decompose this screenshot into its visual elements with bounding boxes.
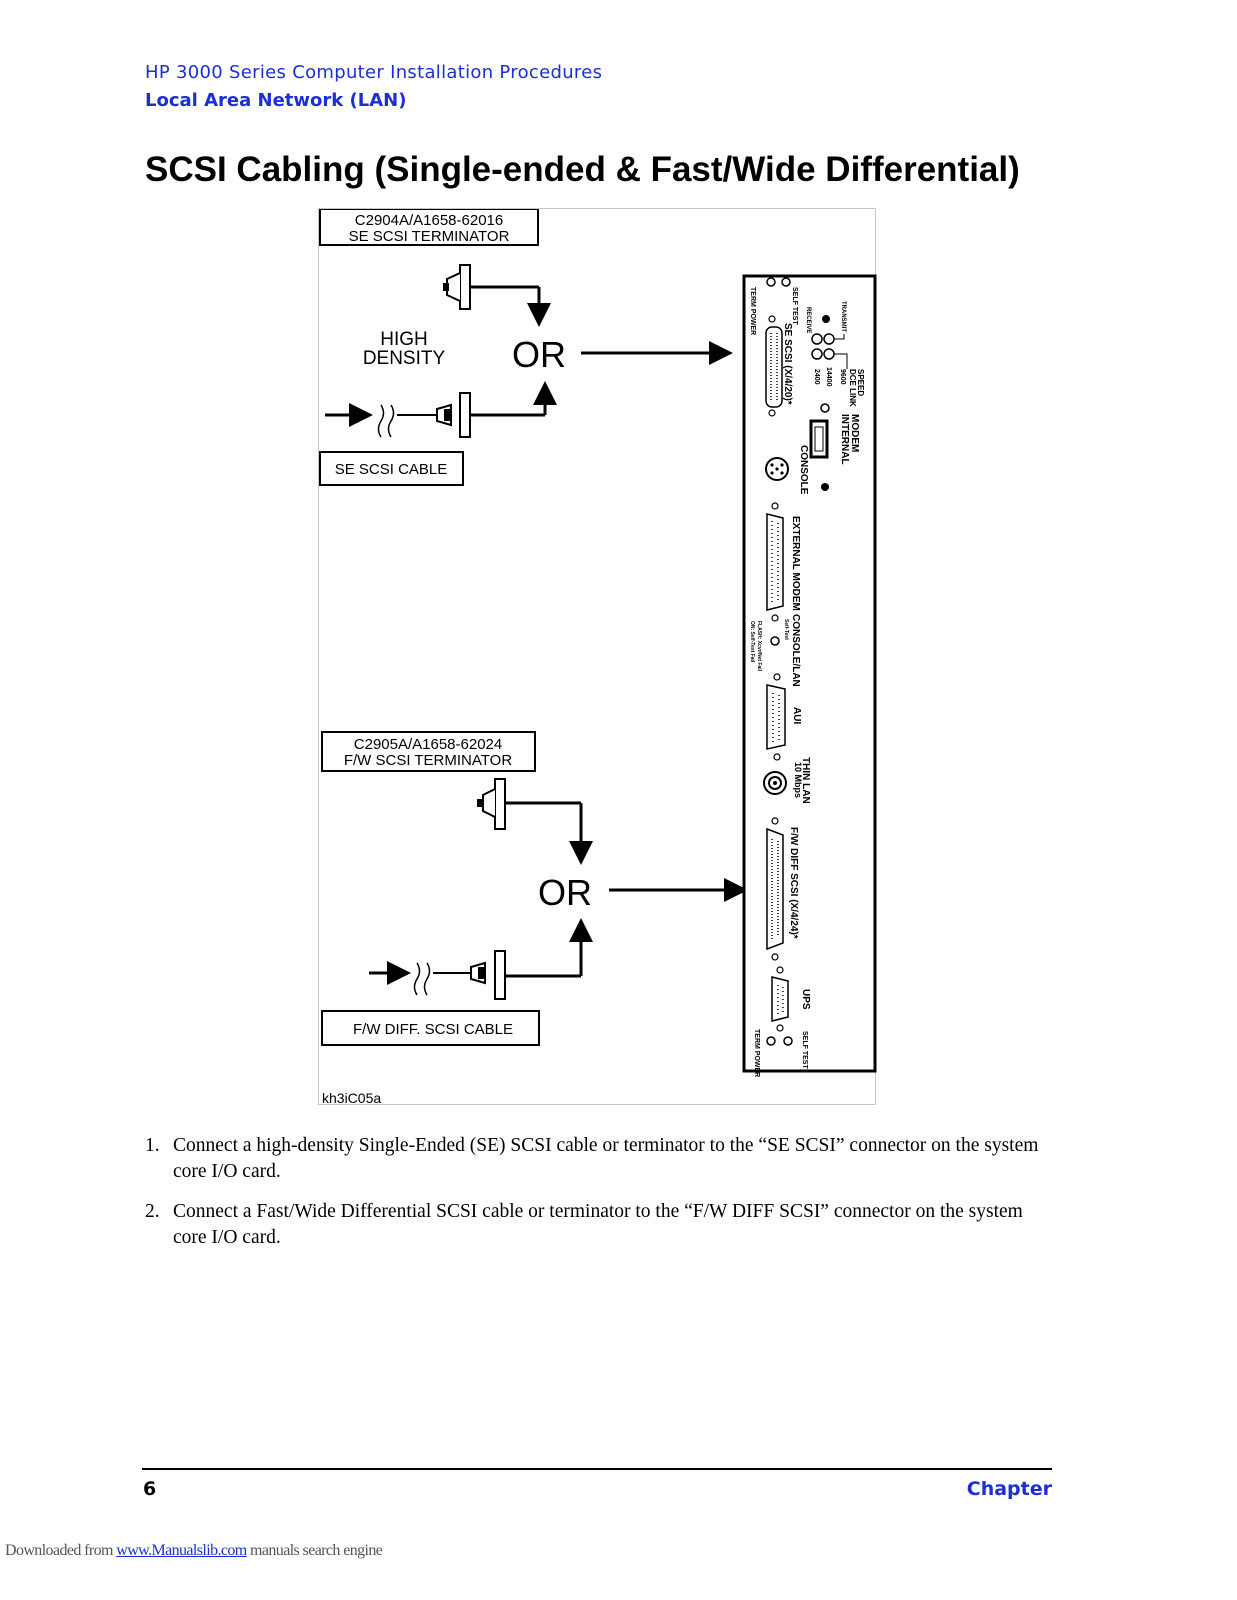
speed-9600-label: 9600 [839,369,846,385]
ups-port [771,966,789,1032]
se-terminator-part-number: C2904A/A1658-62016 [355,212,503,229]
high-density-label-2: DENSITY [363,348,446,369]
console-label: CONSOLE [798,445,809,495]
se-cable-label: SE SCSI CABLE [335,461,448,478]
running-header-section: Local Area Network (LAN) [145,90,407,111]
fw-diff-scsi-port [766,817,784,961]
console-lan-label: CONSOLE/LAN [790,614,801,687]
fw-cable-connector-icon [369,950,581,1000]
or-label-bottom: OR [538,872,592,913]
external-modem-label: EXTERNAL MODEM [790,516,801,611]
dce-link-label-2: SPEED [856,369,865,396]
self-test-top-label: SELF TEST [791,287,798,325]
fw-diff-scsi-label: F/W DIFF SCSI (X/4/24)* [788,827,799,939]
step-number: 1. [145,1135,160,1156]
se-terminator-label-box: C2904A/A1658-62016 SE SCSI TERMINATOR [319,209,539,246]
transmit-led-icon [822,315,830,323]
step-item: 1. Connect a high-density Single-Ended (… [145,1133,1045,1185]
internal-modem-label-1: INTERNAL [839,414,850,465]
internal-modem-status-led-icon [821,483,829,491]
manualslib-link[interactable]: www.Manualslib.com [116,1542,247,1559]
step-text: Connect a Fast/Wide Differential SCSI ca… [173,1201,1023,1248]
term-power-top-label: TERM POWER [749,287,756,335]
self-test-led-top-icon [781,277,791,287]
high-density-label-1: HIGH [380,329,428,350]
speed-2400-label: 2400 [813,369,820,385]
step-item: 2. Connect a Fast/Wide Differential SCSI… [145,1199,1045,1251]
self-test-led-bottom-icon [783,1036,793,1046]
thin-lan-label-2: 10 Mbps [793,762,803,798]
console-lan-led-icon [770,636,780,646]
dce-speed-led-1-icon [811,333,823,345]
download-suffix: manuals search engine [246,1542,383,1559]
internal-modem-label-2: MODEM [849,414,860,452]
chapter-label: Chapter [966,1478,1052,1500]
se-scsi-label: SE SCSI (X/4/20)* [782,323,793,405]
se-terminator-connector-icon [443,264,539,310]
term-power-led-top-icon [766,277,776,287]
figure-id: kh3iC05a [322,1090,381,1106]
core-io-card-panel: TERM POWER SELF TEST RECEIVE TRANSMIT SE… [742,274,877,1077]
fw-terminator-connector-icon [477,778,581,830]
fw-terminator-part-number: C2905A/A1658-62024 [354,736,502,753]
receive-label: RECEIVE [805,307,811,333]
speed-14400-label: 14400 [825,367,832,387]
aui-port [766,673,786,761]
dce-speed-led-4-icon [823,348,835,360]
se-terminator-name: SE SCSI TERMINATOR [349,228,510,245]
fw-cable-label: F/W DIFF. SCSI CABLE [353,1021,513,1038]
aui-label: AUI [791,707,802,724]
se-scsi-port [765,315,783,417]
se-cable-connector-icon [325,392,545,438]
footer-rule [142,1468,1052,1470]
or-label-top: OR [512,334,566,375]
step-text: Connect a high-density Single-Ended (SE)… [173,1135,1039,1182]
dce-link-label-1: DCE LINK [848,369,857,407]
term-power-led-bottom-icon [766,1036,776,1046]
self-test-bottom-label: SELF TEST [801,1031,808,1069]
step-number: 2. [145,1201,160,1222]
ups-label: UPS [800,989,811,1010]
fw-cable-label-box: F/W DIFF. SCSI CABLE [321,1010,540,1046]
flash-note-label-2: ON: Self-Test Fail [749,621,755,663]
download-prefix: Downloaded from [5,1542,117,1559]
se-cable-label-box: SE SCSI CABLE [319,451,464,486]
external-modem-port [766,502,784,622]
procedure-steps: 1. Connect a high-density Single-Ended (… [145,1133,1045,1265]
dce-speed-led-2-icon [823,333,835,345]
scsi-cabling-diagram: C2904A/A1658-62016 SE SCSI TERMINATOR HI… [319,209,877,1106]
self-test-small-label: Self-Test [783,619,789,640]
page-number: 6 [143,1478,157,1500]
running-header-book-title: HP 3000 Series Computer Installation Pro… [145,62,603,83]
internal-modem-led-icon [820,403,830,413]
flash-note-label-1: FLASH: Xcvr/Net Fail [756,621,762,672]
scsi-cabling-figure: C2904A/A1658-62016 SE SCSI TERMINATOR HI… [318,208,877,1106]
term-power-bottom-label: TERM POWER [753,1029,760,1077]
fw-terminator-name: F/W SCSI TERMINATOR [344,752,513,769]
page-title: SCSI Cabling (Single-ended & Fast/Wide D… [145,150,1020,189]
download-footer: Downloaded from www.Manualslib.com manua… [5,1542,383,1560]
thin-lan-label-1: THIN LAN [800,757,811,804]
fw-terminator-label-box: C2905A/A1658-62024 F/W SCSI TERMINATOR [321,731,536,772]
dce-speed-led-3-icon [811,348,823,360]
transmit-label: TRANSMIT [840,301,846,332]
